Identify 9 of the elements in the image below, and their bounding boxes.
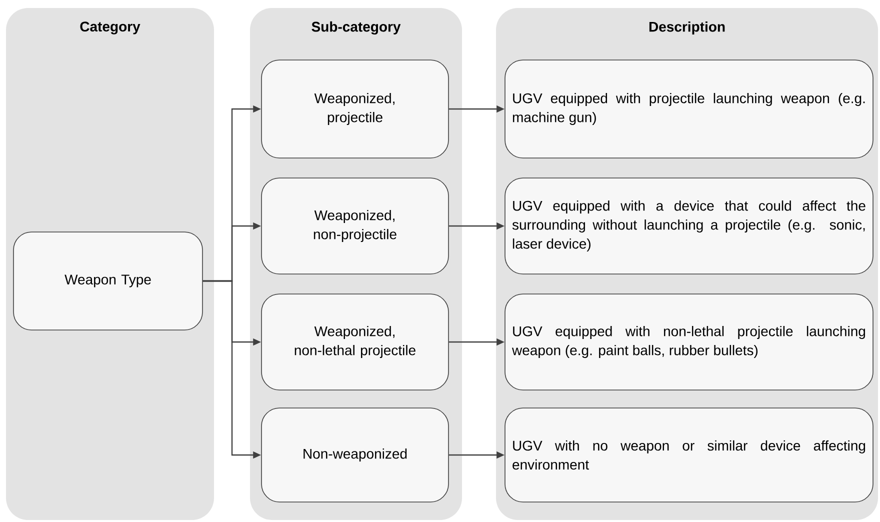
- rounded-box: Non-weaponized: [261, 408, 449, 502]
- rounded-box: UGV equipped with non-lethal projectile launching weapon (e.g. paint balls, rubber bullets): [504, 294, 874, 390]
- rounded-box: Weaponized, non-projectile: [261, 178, 449, 274]
- rounded-box: UGV equipped with projectile launching weapon (e.g. machine gun): [504, 60, 874, 158]
- rounded-box: Weaponized, non-lethal projectile: [261, 294, 449, 390]
- rounded-box: Weaponized, projectile: [261, 60, 449, 158]
- rounded-box: Weapon Type: [13, 232, 203, 330]
- rounded-box: UGV equipped with a device that could affect the surrounding without launching a projectile (e.g. sonic, laser device): [504, 178, 874, 274]
- rounded-box: UGV with no weapon or similar device affecting environment: [504, 408, 874, 502]
